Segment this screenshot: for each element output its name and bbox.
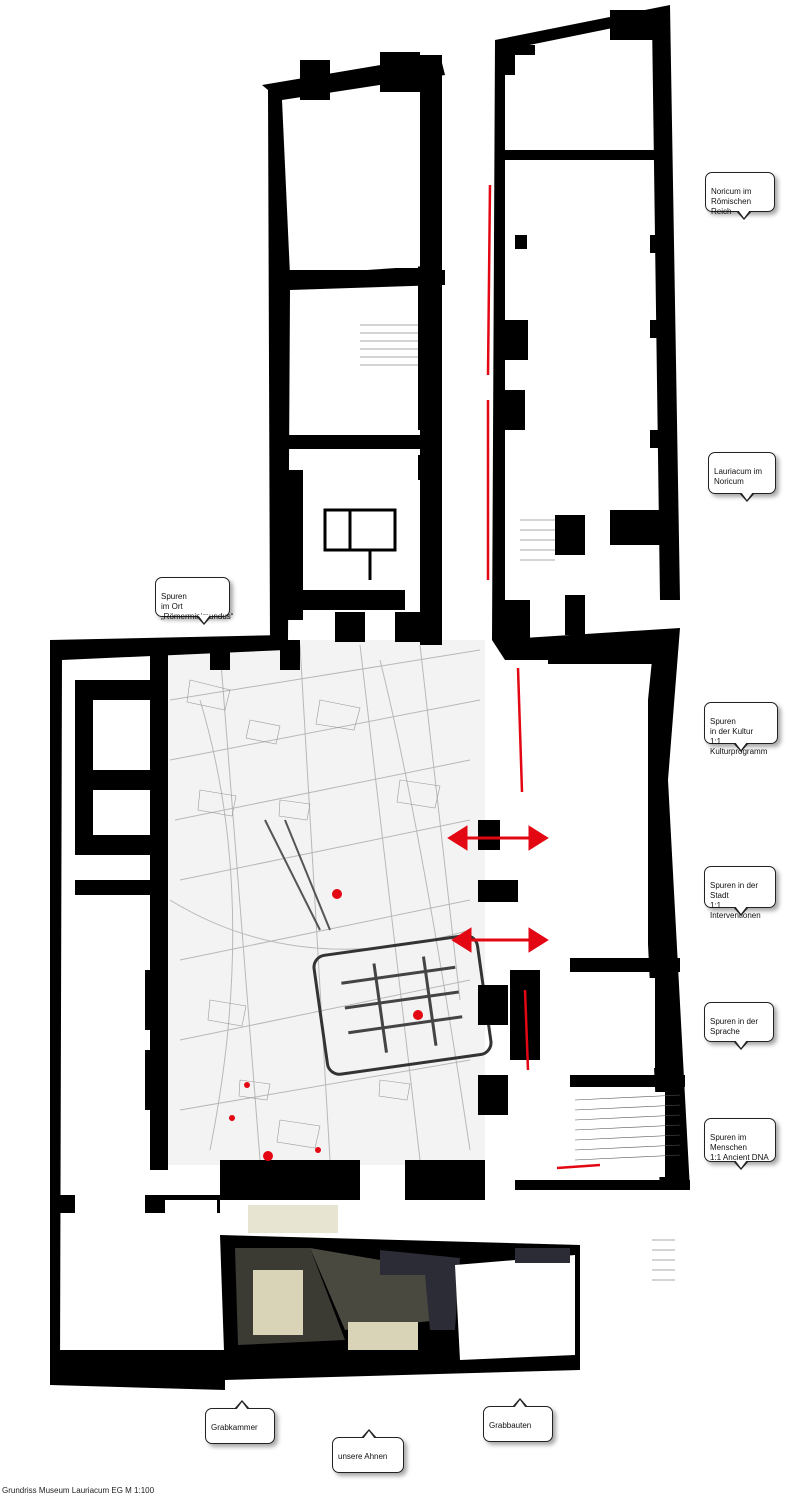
bubble-tail xyxy=(733,1160,749,1170)
label-noricum-im-roemischen-reich: Noricum im Römischen Reich xyxy=(705,172,775,220)
label-spuren-in-der-sprache: Spuren in der Sprache xyxy=(704,1002,774,1050)
bubble-tail xyxy=(733,906,749,916)
bubble-tail xyxy=(512,1398,528,1408)
stairs xyxy=(360,324,681,1281)
bubble-tail xyxy=(733,742,749,752)
bubble-tail xyxy=(361,1429,377,1439)
label-unsere-ahnen: unsere Ahnen xyxy=(332,1429,404,1473)
label-lauriacum-im-noricum: Lauriacum im Noricum xyxy=(708,452,776,502)
bubble-tail xyxy=(733,1040,749,1050)
double-arrows xyxy=(447,825,549,953)
toilets xyxy=(323,508,397,580)
bubble-tail xyxy=(234,1400,250,1410)
label-grabkammer: Grabkammer xyxy=(205,1400,275,1444)
bubble-tail xyxy=(196,615,212,625)
label-spuren-in-der-stadt: Spuren in der Stadt 1:1 Interventionen xyxy=(704,866,776,920)
plan-caption: Grundriss Museum Lauriacum EG M 1:100 xyxy=(2,1486,155,1495)
bubble-tail xyxy=(739,492,755,502)
rooms xyxy=(70,55,675,1350)
city-map xyxy=(165,640,493,1165)
label-spuren-im-ort: Spuren im Ort „Römerminimundus“ xyxy=(155,577,233,625)
label-grabbauten: Grabbauten xyxy=(483,1398,553,1442)
label-spuren-im-menschen: Spuren im Menschen 1:1 Ancient DNA xyxy=(704,1118,776,1170)
grave-rooms xyxy=(235,1205,575,1360)
red-wall-markers xyxy=(486,184,601,1170)
bubble-tail xyxy=(736,210,752,220)
site-dots xyxy=(229,889,423,1161)
label-spuren-in-der-kultur: Spuren in der Kultur 1:1 Kulturprogramm xyxy=(704,702,778,756)
